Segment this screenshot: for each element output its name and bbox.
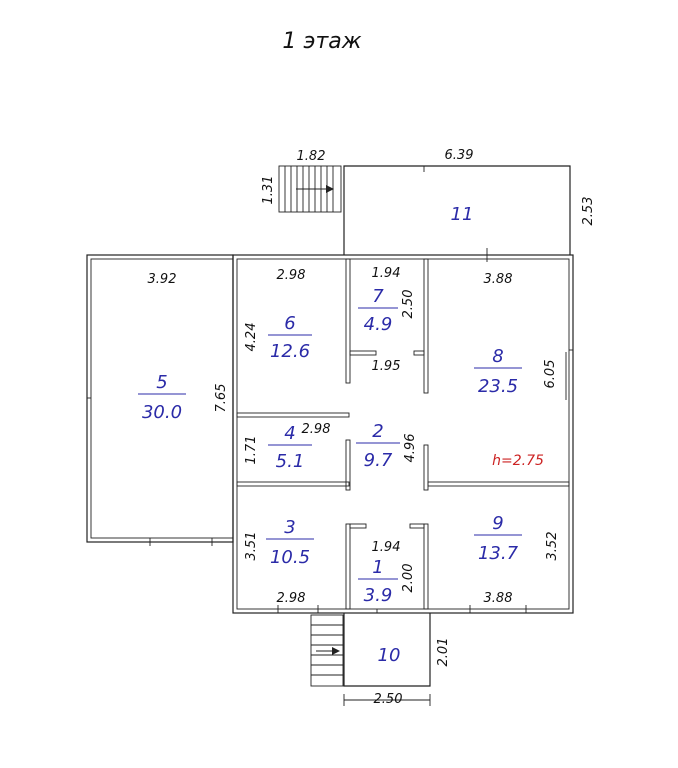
dim-room1-width: 1.94 bbox=[372, 540, 401, 555]
dim-terrace-depth: 2.53 bbox=[581, 197, 596, 226]
room-5-area: 30.0 bbox=[142, 402, 182, 423]
dim-room3-depth: 3.51 bbox=[244, 532, 259, 561]
outer-walls bbox=[86, 248, 574, 614]
porch-stairs bbox=[278, 165, 342, 213]
dim-room8-depth: 6.05 bbox=[543, 360, 558, 389]
room-10-number: 10 bbox=[378, 645, 401, 666]
room-5-number: 5 bbox=[156, 372, 167, 393]
room-4-area: 5.1 bbox=[276, 451, 305, 472]
dim-room7-inner: 1.95 bbox=[372, 359, 401, 374]
floor-title: 1 этаж bbox=[282, 29, 361, 54]
dim-terrace-width: 6.39 bbox=[445, 148, 474, 163]
room-3-number: 3 bbox=[284, 517, 295, 538]
room-4-number: 4 bbox=[284, 423, 295, 444]
room-1-area: 3.9 bbox=[364, 585, 393, 606]
dim-room8-width: 3.88 bbox=[484, 272, 513, 287]
interior-walls bbox=[236, 258, 570, 613]
dim-room4-width: 2.98 bbox=[302, 422, 331, 437]
room-2-area: 9.7 bbox=[364, 450, 393, 471]
room-3-area: 10.5 bbox=[270, 547, 310, 568]
room-8-number: 8 bbox=[492, 346, 503, 367]
dim-room1-depth: 2.00 bbox=[401, 564, 416, 593]
room-6-number: 6 bbox=[284, 313, 295, 334]
dim-hall-depth: 4.96 bbox=[403, 434, 418, 463]
dim-porch-stair-depth: 1.31 bbox=[261, 176, 276, 205]
room-8-area: 23.5 bbox=[478, 376, 518, 397]
terrace-outline bbox=[343, 165, 571, 255]
room-6-area: 12.6 bbox=[270, 341, 310, 362]
dim-porch-stair-width: 1.82 bbox=[297, 149, 326, 164]
entry-porch bbox=[310, 613, 431, 706]
dim-room4-depth: 1.71 bbox=[244, 436, 259, 465]
room-11-number: 11 bbox=[451, 204, 474, 225]
ceiling-height-label: h=2.75 bbox=[492, 453, 544, 469]
dim-room7-depth: 2.50 bbox=[401, 290, 416, 319]
dim-entry-width: 2.50 bbox=[374, 692, 403, 707]
dim-entry-depth: 2.01 bbox=[436, 638, 451, 667]
room-9-area: 13.7 bbox=[478, 543, 519, 564]
dim-room3-width: 2.98 bbox=[277, 591, 306, 606]
dim-room6-depth: 4.24 bbox=[244, 323, 259, 352]
room-2-number: 2 bbox=[372, 421, 383, 442]
room-9-number: 9 bbox=[492, 513, 503, 534]
dim-room7-width: 1.94 bbox=[372, 266, 401, 281]
dim-room5-depth: 7.65 bbox=[214, 384, 229, 413]
dim-room6-width: 2.98 bbox=[277, 268, 306, 283]
dim-room9-width: 3.88 bbox=[484, 591, 513, 606]
room-7-number: 7 bbox=[372, 286, 384, 307]
dim-room5-width: 3.92 bbox=[148, 272, 177, 287]
room-1-number: 1 bbox=[372, 557, 383, 578]
dim-room9-depth: 3.52 bbox=[545, 532, 560, 561]
room-7-area: 4.9 bbox=[364, 314, 393, 335]
